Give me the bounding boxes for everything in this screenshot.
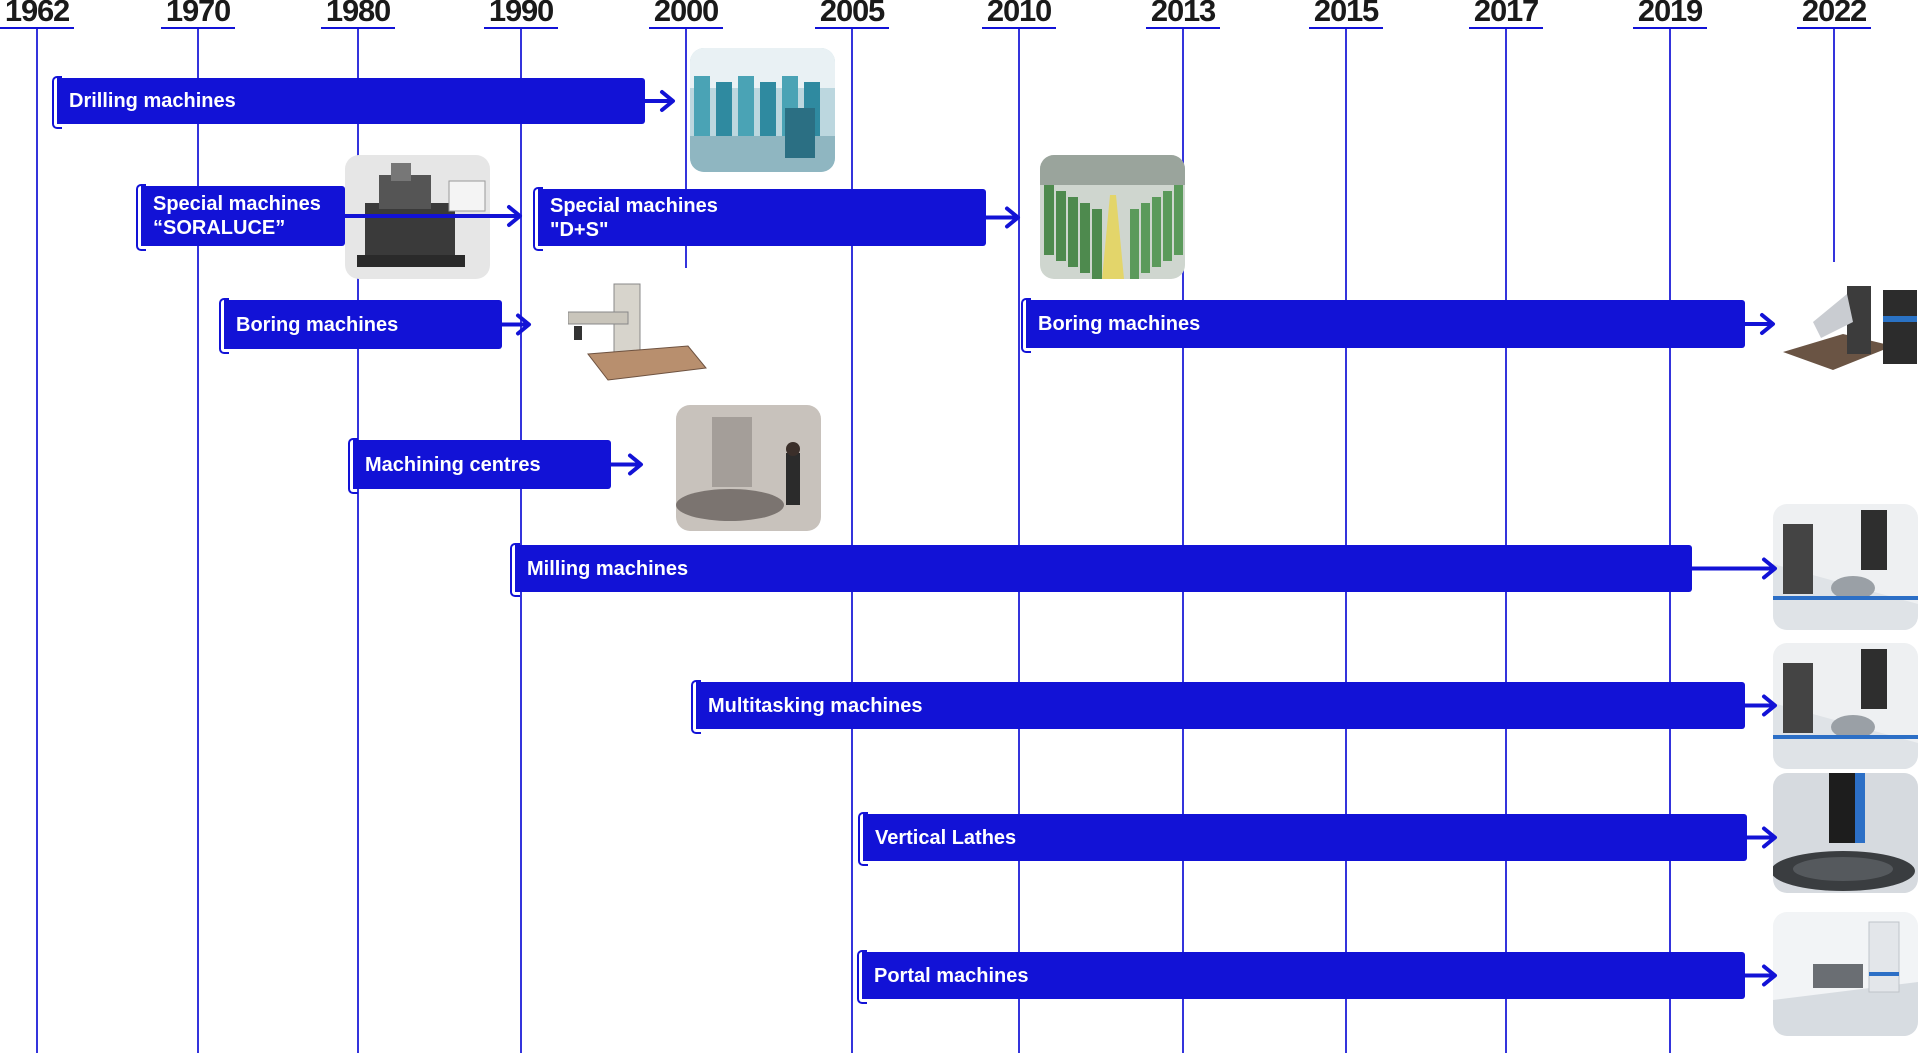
- machine-bar-label: Boring machines: [236, 313, 399, 336]
- year-underline-1980: [321, 27, 395, 29]
- machine-bar-label: “SORALUCE”: [153, 217, 286, 239]
- machine-bar-label: Multitasking machines: [708, 694, 923, 717]
- year-underline-2017: [1469, 27, 1543, 29]
- year-underline-2013: [1146, 27, 1220, 29]
- vertical-lathe-photo: [1773, 773, 1918, 893]
- machine-bar: Boring machines: [224, 300, 502, 349]
- year-label-2017: 2017: [1473, 0, 1539, 28]
- bar-arrow: [1745, 313, 1775, 335]
- year-label-2019: 2019: [1637, 0, 1703, 28]
- year-underline-2019: [1633, 27, 1707, 29]
- machine-bar: Multitasking machines: [696, 682, 1745, 729]
- bar-arrow: [645, 90, 675, 112]
- machine-bar-label: Boring machines: [1038, 313, 1201, 335]
- drilling-workshop-photo: [690, 48, 835, 172]
- year-line-2017: [1505, 29, 1507, 1053]
- year-label-2010: 2010: [986, 0, 1052, 28]
- bar-arrow: [502, 313, 531, 336]
- machine-bar-label: Special machines: [550, 194, 718, 217]
- boring-machine-vintage-photo: [568, 276, 708, 396]
- year-label-1962: 1962: [4, 0, 70, 28]
- year-label-1980: 1980: [325, 0, 391, 28]
- year-line-2019: [1669, 29, 1671, 1053]
- special-machine-ds-factory-photo: [1040, 155, 1185, 279]
- year-underline-1962: [0, 27, 74, 29]
- machine-bar-label: Vertical Lathes: [875, 826, 1017, 849]
- machine-bar-label: "D+S": [550, 218, 609, 241]
- machine-bar: Vertical Lathes: [863, 814, 1747, 861]
- year-underline-2010: [982, 27, 1056, 29]
- machine-bar: Portal machines: [862, 952, 1745, 999]
- year-line-1970: [197, 29, 199, 1053]
- year-underline-2022: [1797, 27, 1871, 29]
- bar-start-bracket: [1021, 298, 1031, 353]
- year-line-2013: [1182, 29, 1184, 1053]
- bar-arrow: [1745, 694, 1777, 717]
- year-label-2022: 2022: [1801, 0, 1867, 28]
- machining-centre-photo: [676, 405, 821, 531]
- bar-arrow: [1745, 964, 1777, 987]
- year-label-2013: 2013: [1150, 0, 1216, 28]
- year-line-1990: [520, 29, 522, 1053]
- machine-bar-label: Drilling machines: [69, 90, 236, 112]
- machine-bar: Machining centres: [353, 440, 611, 489]
- machine-bar: Drilling machines: [57, 78, 645, 124]
- bar-arrow: [1692, 557, 1777, 580]
- boring-machine-modern-photo: [1773, 282, 1918, 392]
- year-underline-2000: [649, 27, 723, 29]
- machine-bar-label: Portal machines: [874, 964, 1029, 987]
- multitasking-machine-photo: [1773, 643, 1918, 769]
- machine-bar-label: Special machines: [153, 193, 321, 215]
- bar-start-bracket: [219, 298, 229, 354]
- bar-start-bracket: [510, 543, 520, 597]
- year-line-2015: [1345, 29, 1347, 1053]
- year-label-2000: 2000: [653, 0, 719, 28]
- year-label-2005: 2005: [819, 0, 885, 28]
- year-underline-2015: [1309, 27, 1383, 29]
- bar-start-bracket: [691, 680, 701, 734]
- year-label-2015: 2015: [1313, 0, 1379, 28]
- year-line-2010: [1018, 29, 1020, 1053]
- year-line-1980: [357, 29, 359, 1053]
- machine-bar: Boring machines: [1026, 300, 1745, 348]
- year-underline-1990: [484, 27, 558, 29]
- milling-machine-photo: [1773, 504, 1918, 630]
- bar-start-bracket: [136, 184, 146, 251]
- year-underline-1970: [161, 27, 235, 29]
- bar-start-bracket: [858, 812, 868, 866]
- year-line-1962: [36, 29, 38, 1053]
- machine-bar: Special machines"D+S": [538, 189, 986, 246]
- bar-arrow: [345, 205, 522, 227]
- bar-start-bracket: [52, 76, 62, 129]
- year-line-2000: [685, 29, 687, 268]
- portal-machine-photo: [1773, 912, 1918, 1036]
- bar-start-bracket: [348, 438, 358, 494]
- year-label-1970: 1970: [165, 0, 231, 28]
- machine-bar-label: Milling machines: [527, 557, 689, 580]
- bar-arrow: [1747, 826, 1777, 849]
- year-underline-2005: [815, 27, 889, 29]
- bar-arrow: [986, 206, 1020, 229]
- machine-bar-label: Machining centres: [365, 453, 541, 476]
- bar-start-bracket: [533, 187, 543, 251]
- year-label-1990: 1990: [488, 0, 554, 28]
- machine-bar: Special machines“SORALUCE”: [141, 186, 345, 246]
- bar-arrow: [611, 453, 643, 476]
- machine-bar: Milling machines: [515, 545, 1692, 592]
- year-line-2005: [851, 29, 853, 1053]
- year-line-2022: [1833, 29, 1835, 262]
- bar-start-bracket: [857, 950, 867, 1004]
